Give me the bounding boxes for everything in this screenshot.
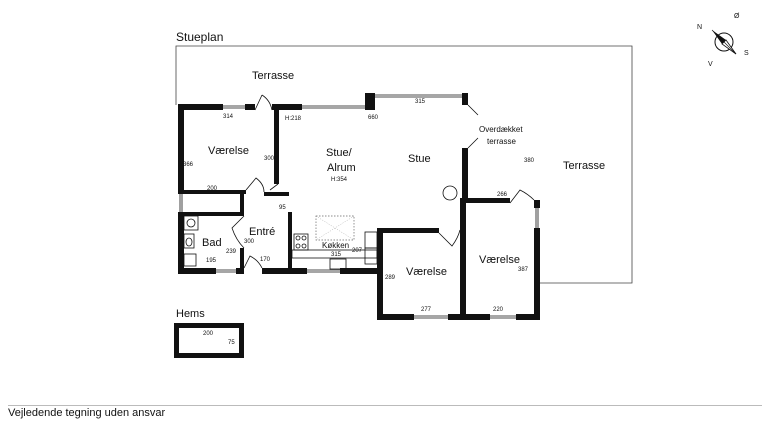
- compass-n: N: [697, 24, 702, 31]
- loft-height: 75: [228, 340, 235, 346]
- compass-v: V: [708, 61, 713, 68]
- terrace-right-label: Terrasse: [563, 160, 605, 172]
- dim-277: 277: [421, 307, 432, 313]
- windows: [179, 94, 539, 319]
- dim-95: 95: [279, 205, 286, 211]
- dim-380: 380: [524, 158, 535, 164]
- compass-s: S: [744, 50, 749, 57]
- bedroom-3-label: Værelse: [479, 254, 520, 266]
- floor-label: Stueplan: [176, 30, 223, 44]
- loft-width: 200: [203, 331, 214, 337]
- compass-icon: N Ø S V: [697, 13, 749, 68]
- living-label-1: Stue/: [326, 147, 353, 159]
- doors: [231, 94, 535, 269]
- footer-divider: [8, 405, 762, 406]
- terrace-outline: [175, 45, 633, 284]
- terrace-top-label: Terrasse: [252, 70, 294, 82]
- dim-207: 207: [352, 248, 363, 254]
- dim-366: 366: [183, 162, 194, 168]
- living-height-label: H:354: [331, 177, 348, 183]
- dimension-labels: 314 366 300 200 H:218 660 315 380 266 38…: [183, 99, 535, 313]
- dim-266: 266: [497, 192, 508, 198]
- compass-o: Ø: [734, 13, 740, 20]
- bedroom-1-label: Værelse: [208, 145, 249, 157]
- dim-315b: 315: [331, 252, 342, 258]
- dim-170: 170: [260, 257, 271, 263]
- bath-label: Bad: [202, 237, 222, 249]
- kitchen-label: Køkken: [322, 241, 349, 250]
- dim-315a: 315: [415, 99, 426, 105]
- stue-label: Stue: [408, 153, 431, 165]
- dim-660: 660: [368, 115, 379, 121]
- loft-plan: 200 75: [174, 323, 244, 358]
- loft-label: Hems: [176, 308, 205, 320]
- dim-239: 239: [226, 249, 237, 255]
- exterior-walls: [178, 93, 540, 320]
- interior-walls: [184, 104, 510, 318]
- dim-300a: 300: [264, 156, 275, 162]
- disclaimer-text: Vejledende tegning uden ansvar: [8, 407, 166, 419]
- dim-220: 220: [493, 307, 504, 313]
- dim-314: 314: [223, 114, 234, 120]
- covered-terrace-label-2: terrasse: [487, 137, 516, 146]
- bedroom-2-label: Værelse: [406, 266, 447, 278]
- covered-terrace-label-1: Overdækket: [479, 125, 523, 134]
- entry-label: Entré: [249, 226, 275, 238]
- dim-195: 195: [206, 258, 217, 264]
- dim-h218: H:218: [285, 116, 302, 122]
- living-label-2: Alrum: [327, 162, 356, 174]
- fixtures: [183, 185, 458, 270]
- dim-200: 200: [207, 186, 218, 192]
- dim-387: 387: [518, 267, 529, 273]
- dim-289: 289: [385, 275, 396, 281]
- dim-300b: 300: [244, 239, 255, 245]
